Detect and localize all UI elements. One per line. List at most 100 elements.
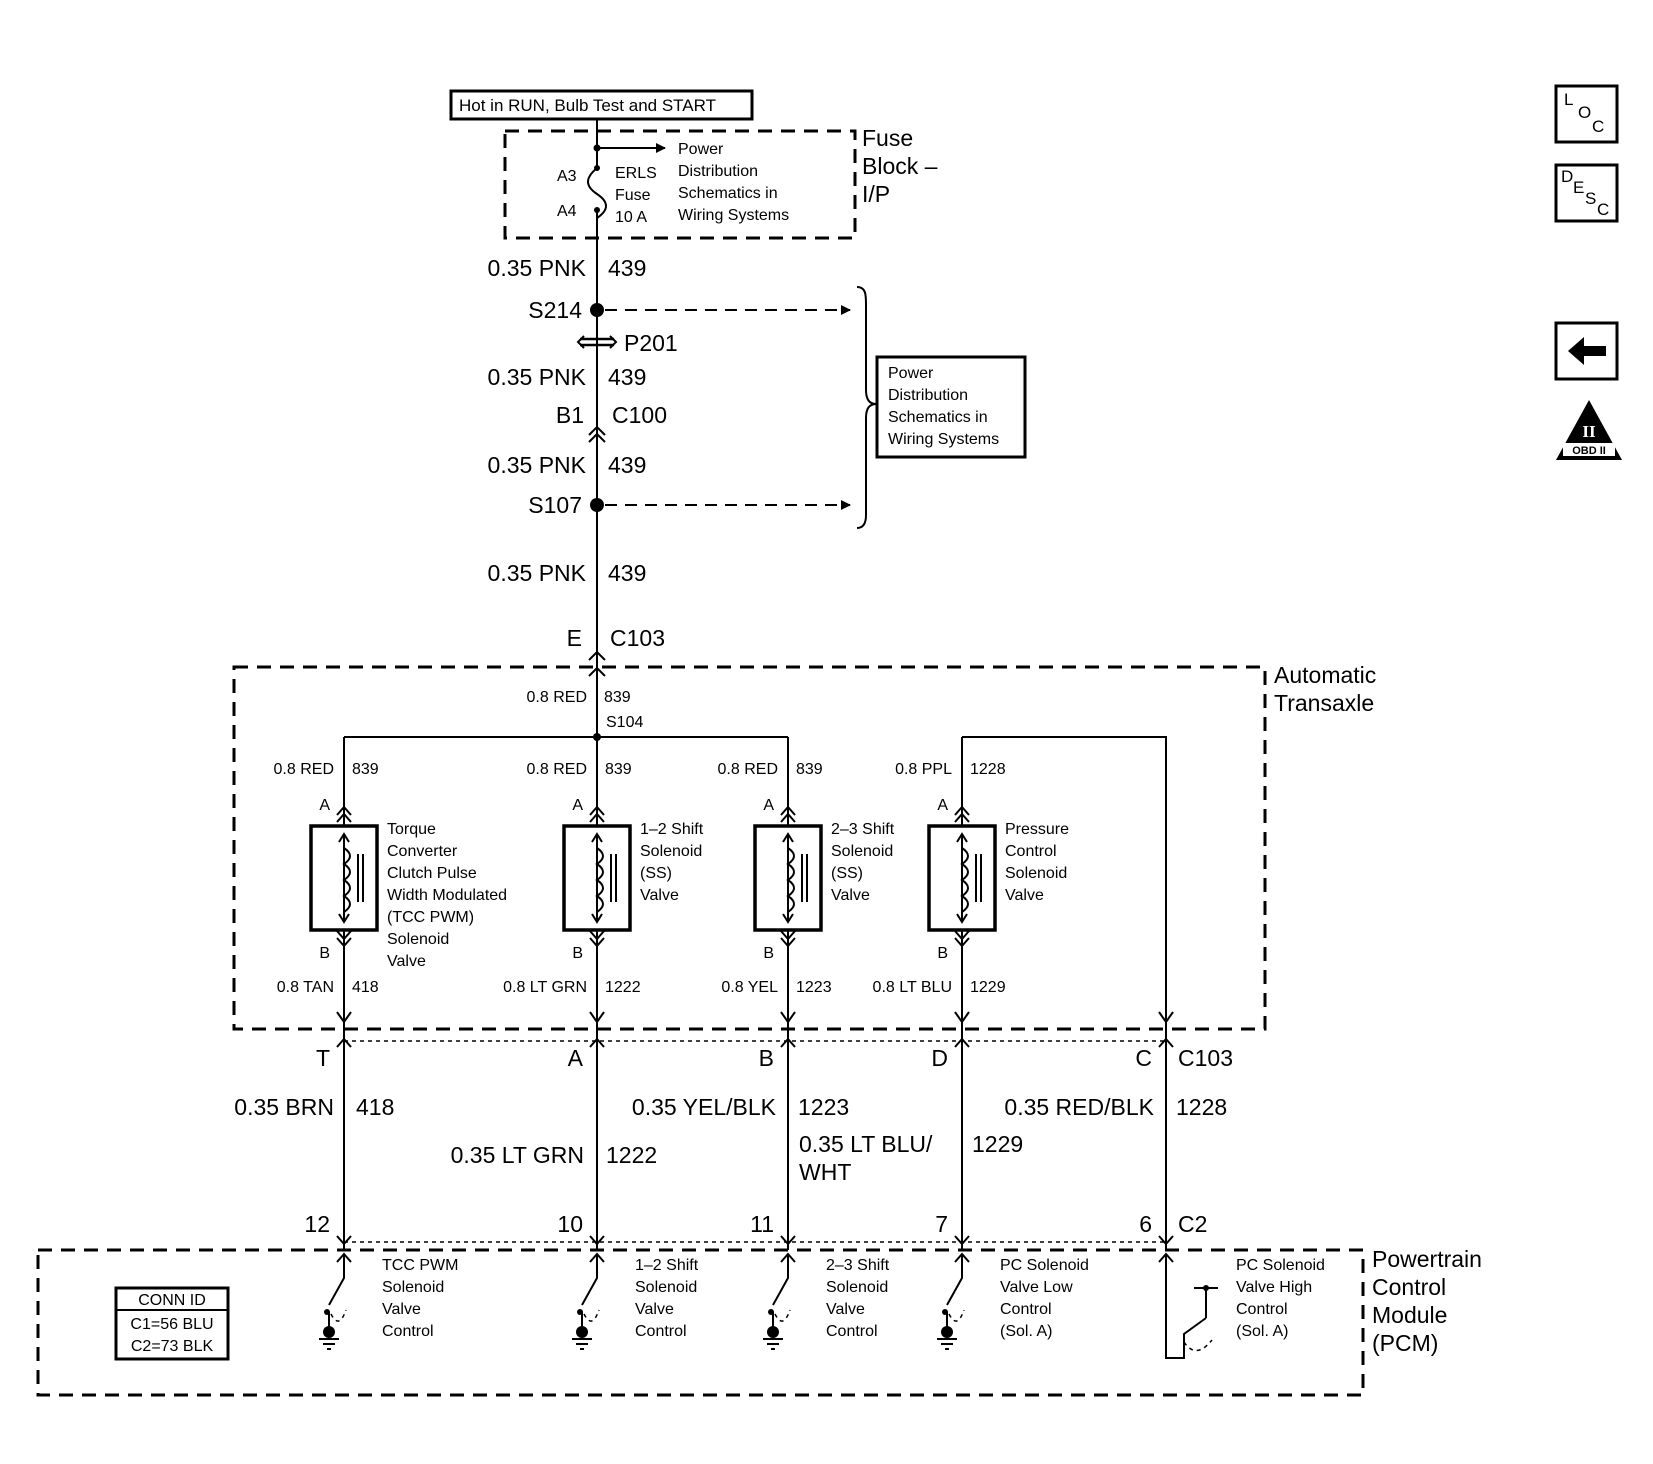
solenoid-pin-b: B [319, 945, 330, 962]
solenoid-label-line: Solenoid [387, 931, 449, 948]
harness-pin-top: D [931, 1045, 948, 1071]
solenoid-label-line: Clutch Pulse [387, 865, 477, 882]
c2-label: C2 [1178, 1211, 1207, 1237]
solenoid-top-gauge: 0.8 RED [527, 761, 587, 778]
harness-wire-gauge: 0.35 BRN [234, 1094, 334, 1120]
ref-box-4: Wiring Systems [888, 431, 999, 448]
main-circuit: 839 [604, 689, 631, 706]
obd-ii-icon[interactable]: II OBD II [1556, 400, 1622, 460]
transaxle-title-1: Automatic [1274, 662, 1376, 688]
transaxle-title-2: Transaxle [1274, 690, 1374, 716]
harness-wire-1: T12 [304, 1022, 352, 1250]
splice1-label: S214 [528, 297, 582, 323]
pcm-control-label-line: 1–2 Shift [635, 1257, 699, 1274]
fuse-name-1: ERLS [615, 165, 657, 182]
solenoid-label-line: Valve [831, 887, 870, 904]
c103-bottom-label: C103 [1178, 1045, 1233, 1071]
power-header: Hot in RUN, Bulb Test and START [459, 96, 716, 115]
solenoid-top-circuit: 839 [605, 761, 632, 778]
svg-text:C: C [1592, 117, 1604, 136]
harness-wire-gauge: 0.35 RED/BLK [1004, 1094, 1154, 1120]
conn2-pin: E [567, 625, 582, 651]
fuse-block-outline [503, 129, 857, 240]
pcm-control-label-line: Control [382, 1323, 434, 1340]
pcm-control-label-line: 2–3 Shift [826, 1257, 890, 1274]
ground-icon [767, 1326, 779, 1338]
harness-wire-gauge: 0.35 YEL/BLK [632, 1094, 777, 1120]
solenoid-label-line: Valve [387, 953, 426, 970]
wire2-circuit: 439 [608, 364, 646, 390]
fuse-ref-4: Wiring Systems [678, 207, 789, 224]
fuse-icon [587, 167, 607, 219]
loc-icon[interactable]: L O C [1554, 84, 1619, 144]
harness-wire-3: B11 [750, 1022, 796, 1250]
fuse-pin-bottom: A4 [557, 203, 577, 220]
fuse-block-title-2: Block – [862, 153, 938, 179]
harness-wire-2: A10 [557, 1022, 605, 1250]
desc-icon[interactable]: D E S C [1554, 163, 1619, 223]
harness-wire-4: D7 [931, 1022, 970, 1250]
solenoid-label-line: Pressure [1005, 821, 1069, 838]
pcm-control-label-line: Valve [635, 1301, 674, 1318]
solenoid-label-line: 1–2 Shift [640, 821, 704, 838]
conn-id-box: CONN ID C1=56 BLU C2=73 BLK [114, 1286, 230, 1361]
back-arrow-icon[interactable] [1554, 321, 1619, 381]
solenoid-label-line: Solenoid [640, 843, 702, 860]
conn2-name: C103 [610, 625, 665, 651]
ground-icon [576, 1326, 588, 1338]
conn1-name: C100 [612, 402, 667, 428]
wire4-gauge: 0.35 PNK [488, 560, 587, 586]
pcm-title-1: Powertrain [1372, 1246, 1482, 1272]
pcm-outline [36, 1248, 1365, 1397]
solenoid-bottom-gauge: 0.8 LT BLU [873, 979, 952, 996]
pcm-control-label-line: PC Solenoid [1236, 1257, 1325, 1274]
svg-text:L: L [1564, 90, 1573, 109]
svg-text:D: D [1561, 167, 1573, 186]
harness-pin-top: B [759, 1045, 774, 1071]
fuse-name-3: 10 A [615, 209, 647, 226]
fuse-block-title-1: Fuse [862, 125, 913, 151]
pcm-control-label-line: (Sol. A) [1000, 1323, 1052, 1340]
fuse-name-2: Fuse [615, 187, 651, 204]
ground-icon [941, 1326, 953, 1338]
pcm-title-2: Control [1372, 1274, 1446, 1300]
harness-pin-top: T [316, 1045, 330, 1071]
wire3-gauge: 0.35 PNK [488, 452, 587, 478]
solenoid-label-line: Width Modulated [387, 887, 507, 904]
pcm-control-label-line: (Sol. A) [1236, 1323, 1288, 1340]
solenoid-bottom-gauge: 0.8 LT GRN [503, 979, 587, 996]
solenoid-label-line: (SS) [640, 865, 672, 882]
svg-text:S: S [1585, 189, 1596, 208]
solenoid-bottom-circuit: 1223 [796, 979, 832, 996]
reference-brace [856, 286, 877, 529]
wire2-gauge: 0.35 PNK [488, 364, 587, 390]
pcm-control-label-line: Solenoid [382, 1279, 444, 1296]
conn-id-c2: C2=73 BLK [131, 1338, 214, 1355]
fuse-ref-3: Schematics in [678, 185, 778, 202]
fuse-pin-top: A3 [557, 168, 577, 185]
harness-wire-gauge: 0.35 LT BLU/ [799, 1131, 933, 1157]
splice-s214 [590, 303, 604, 317]
solenoid-pin-a: A [319, 797, 330, 814]
solenoid-pin-a: A [763, 797, 774, 814]
conn1-pin: B1 [556, 402, 584, 428]
solenoid-label-line: Torque [387, 821, 436, 838]
harness-wire-circuit: 1229 [972, 1131, 1023, 1157]
solenoid-label-line: Solenoid [1005, 865, 1067, 882]
solenoid-bottom-circuit: 1222 [605, 979, 641, 996]
solenoid-top-circuit: 1228 [970, 761, 1006, 778]
svg-text:O: O [1578, 103, 1591, 122]
solenoid-label-line: 2–3 Shift [831, 821, 895, 838]
ref-box-2: Distribution [888, 387, 968, 404]
ref-box-1: Power [888, 365, 934, 382]
solenoid-pin-b: B [572, 945, 583, 962]
fuse-ref-1: Power [678, 141, 724, 158]
